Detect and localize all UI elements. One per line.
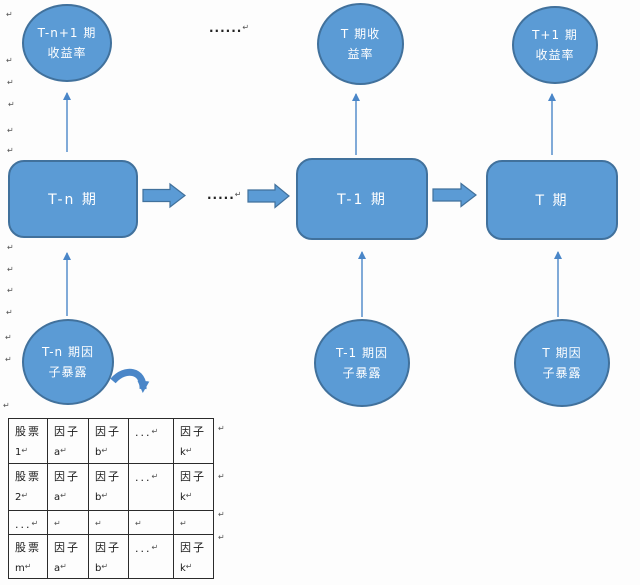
return-mark: ↵ [218, 533, 225, 542]
return-mark: ↵ [95, 519, 102, 528]
ellipsis-mid: .....↵ [207, 188, 242, 202]
return-mark: ↵ [242, 23, 250, 32]
node-label-line1: T 期收 [340, 27, 381, 41]
node-label-line1: T-1 期因 [335, 346, 388, 360]
return-mark: ↵ [8, 100, 15, 109]
node-label-line1: T-n 期因 [42, 345, 94, 359]
return-mark: ↵ [3, 401, 10, 410]
node-label-line2: 子暴露 [542, 366, 582, 380]
curved-arrow-to-table [110, 368, 150, 393]
return-mark: ↵ [6, 308, 13, 317]
return-mark: ↵ [185, 491, 193, 500]
node-label-line2: 子暴露 [342, 366, 382, 380]
node-exposure-tn: T-n 期因 子暴露 [22, 319, 114, 405]
block-arrow-t1m-to-t [432, 182, 477, 208]
table-cell: ↵ [88, 510, 129, 535]
return-mark: ↵ [101, 446, 109, 455]
return-mark: ↵ [135, 519, 142, 528]
return-mark: ↵ [218, 424, 225, 433]
return-mark: ↵ [101, 562, 109, 571]
return-mark: ↵ [151, 472, 159, 481]
table-row: ...↵↵↵↵↵ [8, 510, 214, 535]
return-mark: ↵ [6, 10, 13, 19]
node-period-t1m: T-1 期 [296, 158, 428, 240]
table-cell: ↵ [128, 510, 174, 535]
return-mark: ↵ [218, 472, 225, 481]
return-mark: ↵ [185, 446, 193, 455]
ellipsis-text: ...... [209, 21, 243, 35]
return-mark: ↵ [24, 562, 32, 571]
node-label-line2: 子暴露 [48, 365, 88, 379]
return-mark: ↵ [218, 510, 225, 519]
block-arrow-dots-to-t1m [247, 183, 290, 209]
node-label-line1: T+1 期 [532, 28, 578, 42]
return-mark: ↵ [7, 146, 14, 155]
node-exposure-t: T 期因 子暴露 [514, 319, 610, 407]
return-mark: ↵ [5, 355, 12, 364]
node-label-line2: 益率 [347, 47, 374, 61]
return-mark: ↵ [6, 56, 13, 65]
table-cell: ↵ [173, 510, 214, 535]
return-mark: ↵ [7, 265, 14, 274]
ellipsis-text: ..... [207, 188, 235, 202]
return-mark: ↵ [234, 190, 242, 199]
return-mark: ↵ [7, 243, 14, 252]
node-period-t: T 期 [486, 160, 618, 240]
node-label-line2: 收益率 [535, 48, 575, 62]
node-label: T 期 [535, 193, 569, 209]
ellipsis-top: ......↵ [209, 21, 249, 35]
return-mark: ↵ [101, 491, 109, 500]
return-mark: ↵ [60, 491, 67, 500]
return-mark: ↵ [180, 519, 187, 528]
return-mark: ↵ [5, 333, 12, 342]
table-cell: ...↵ [128, 534, 174, 579]
return-mark: ↵ [7, 126, 14, 135]
node-return-t1p: T+1 期 收益率 [512, 6, 598, 84]
node-label-line1: T 期因 [542, 346, 582, 360]
return-mark: ↵ [54, 519, 61, 528]
table-cell: ...↵ [128, 418, 174, 464]
return-mark: ↵ [7, 286, 14, 295]
node-return-t: T 期收 益率 [317, 3, 404, 85]
node-return-tn1: T-n+1 期 收益率 [22, 4, 112, 82]
return-mark: ↵ [21, 491, 29, 500]
return-mark: ↵ [31, 519, 39, 528]
node-label-line1: T-n+1 期 [37, 26, 97, 40]
node-label: T-n 期 [48, 192, 98, 208]
node-period-tn: T-n 期 [8, 160, 138, 238]
return-mark: ↵ [7, 78, 14, 87]
return-mark: ↵ [60, 562, 67, 571]
node-exposure-t1m: T-1 期因 子暴露 [314, 319, 410, 407]
return-mark: ↵ [21, 446, 29, 455]
table-cell: ...↵ [8, 510, 48, 535]
block-arrow-tn-to-dots [142, 182, 186, 209]
return-mark: ↵ [185, 562, 193, 571]
table-cell: ↵ [47, 510, 89, 535]
return-mark: ↵ [151, 427, 159, 436]
return-mark: ↵ [151, 543, 159, 552]
node-label-line2: 收益率 [47, 46, 87, 60]
table-cell: ...↵ [128, 463, 174, 511]
node-label: T-1 期 [337, 192, 387, 208]
return-mark: ↵ [60, 446, 67, 455]
